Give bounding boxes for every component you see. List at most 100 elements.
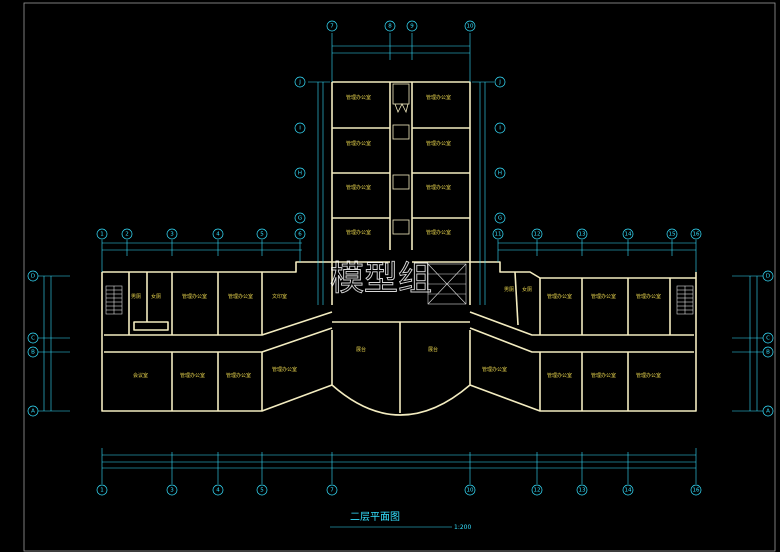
room-label: 展台	[428, 346, 438, 353]
axis-bubble-bottom: 10	[464, 484, 476, 496]
axis-label: 13	[579, 231, 586, 237]
axis-bubble-bottom: 7	[326, 484, 338, 496]
axis-bubble-circle	[762, 346, 774, 358]
stair-central	[427, 263, 467, 305]
axis-bubble-tower-left: H	[294, 167, 306, 179]
axis-label: B	[766, 349, 770, 355]
axis-label: 10	[467, 23, 474, 29]
axis-label: J	[298, 79, 301, 85]
axis-bubble-circle	[762, 270, 774, 282]
axis-label: 16	[693, 231, 700, 237]
watermark-logo: 模型组	[330, 259, 432, 299]
axis-bubble-tower-left: J	[294, 76, 306, 88]
axis-bubble-side-right: C	[762, 332, 774, 344]
axis-label: 15	[669, 231, 676, 237]
axis-bubble-top: 9	[406, 20, 418, 32]
axis-label: 8	[388, 23, 392, 29]
room-label: 管理办公室	[547, 372, 572, 379]
axis-bubble-side-left: C	[27, 332, 39, 344]
room-label: 管理办公室	[180, 372, 205, 379]
axis-label: 13	[579, 487, 586, 493]
room-label: 管理办公室	[482, 366, 507, 373]
axis-bubble-tower-right: J	[494, 76, 506, 88]
axis-bubble-circle	[27, 270, 39, 282]
axis-bubble-bottom: 12	[531, 484, 543, 496]
axis-bubble-circle	[326, 484, 338, 496]
axis-bubble-circle	[256, 228, 268, 240]
axis-bubble-bottom: 5	[256, 484, 268, 496]
room-label: 管理办公室	[346, 94, 371, 101]
axis-bubble-circle	[406, 20, 418, 32]
axis-bubble-upper-left: 1	[96, 228, 108, 240]
room-labels: 管理办公室 管理办公室 管理办公室 管理办公室 管理办公室 管理办公室 管理办公…	[131, 94, 661, 379]
sheet-frame	[23, 2, 776, 552]
room-label: 管理办公室	[636, 293, 661, 300]
axis-bubble-upper-right: 12	[531, 228, 543, 240]
axis-bubble-upper-left: 3	[166, 228, 178, 240]
dimension-lines	[38, 33, 764, 528]
room-label: 管理办公室	[426, 184, 451, 191]
axis-bubble-tower-left: I	[294, 122, 306, 134]
axis-label: C	[31, 335, 35, 341]
room-label: 管理办公室	[182, 293, 207, 300]
axis-bubble-circle	[622, 228, 634, 240]
axis-bubble-top: 8	[384, 20, 396, 32]
axis-bubble-circle	[326, 20, 338, 32]
axis-label: 12	[534, 231, 541, 237]
axis-bubble-circle	[531, 228, 543, 240]
axis-label: D	[766, 273, 770, 279]
west-wing-north-wall	[102, 261, 332, 273]
axis-bubble-tower-right: H	[494, 167, 506, 179]
room-label: 展台	[356, 346, 366, 353]
axis-bubble-circle	[166, 228, 178, 240]
axis-label: 7	[330, 23, 334, 29]
axis-bubble-tower-left: G	[294, 212, 306, 224]
axis-label: 4	[216, 487, 220, 493]
axis-bubble-tower-right: I	[494, 122, 506, 134]
room-label: 文印室	[272, 293, 287, 300]
axis-bubble-upper-right: 11	[492, 228, 504, 240]
axis-bubble-bottom: 13	[576, 484, 588, 496]
axis-bubble-circle	[492, 228, 504, 240]
axis-bubble-bottom: 3	[166, 484, 178, 496]
axis-bubble-circle	[494, 212, 506, 224]
axis-bubble-circle	[464, 20, 476, 32]
axis-label: D	[31, 273, 35, 279]
axis-label: 9	[410, 23, 414, 29]
axis-bubble-bottom: 4	[212, 484, 224, 496]
axis-bubble-bottom: 14	[622, 484, 634, 496]
axis-label: 2	[125, 231, 129, 237]
axis-bubble-circle	[294, 212, 306, 224]
axis-bubble-circle	[690, 484, 702, 496]
axis-label: 5	[260, 231, 264, 237]
axis-bubble-circle	[666, 228, 678, 240]
room-label: 管理办公室	[636, 372, 661, 379]
axis-bubble-circle	[762, 405, 774, 417]
room-label: 管理办公室	[346, 140, 371, 147]
axis-label: C	[766, 335, 770, 341]
axis-bubble-circle	[294, 228, 306, 240]
axis-bubble-bottom: 16	[690, 484, 702, 496]
axis-bubble-circle	[212, 484, 224, 496]
axis-bubble-circle	[166, 484, 178, 496]
axis-bubble-tower-right: G	[494, 212, 506, 224]
room-label: 管理办公室	[426, 140, 451, 147]
room-label: 女厕	[151, 293, 161, 300]
axis-label: G	[298, 215, 302, 221]
room-label: 男厕	[131, 294, 141, 300]
room-label: 会议室	[133, 372, 148, 379]
axis-bubble-circle	[384, 20, 396, 32]
axis-label: I	[299, 125, 301, 131]
tower-corridor-core	[392, 83, 410, 235]
axis-bubble-circle	[494, 76, 506, 88]
east-corridor-south-wall	[469, 327, 694, 353]
axis-bubble-upper-right: 15	[666, 228, 678, 240]
axis-bubble-circle	[294, 122, 306, 134]
room-label: 管理办公室	[426, 94, 451, 101]
axis-bubble-circle	[576, 228, 588, 240]
stair-west	[105, 285, 123, 315]
axis-bubble-circle	[121, 228, 133, 240]
axis-bubble-circle	[256, 484, 268, 496]
